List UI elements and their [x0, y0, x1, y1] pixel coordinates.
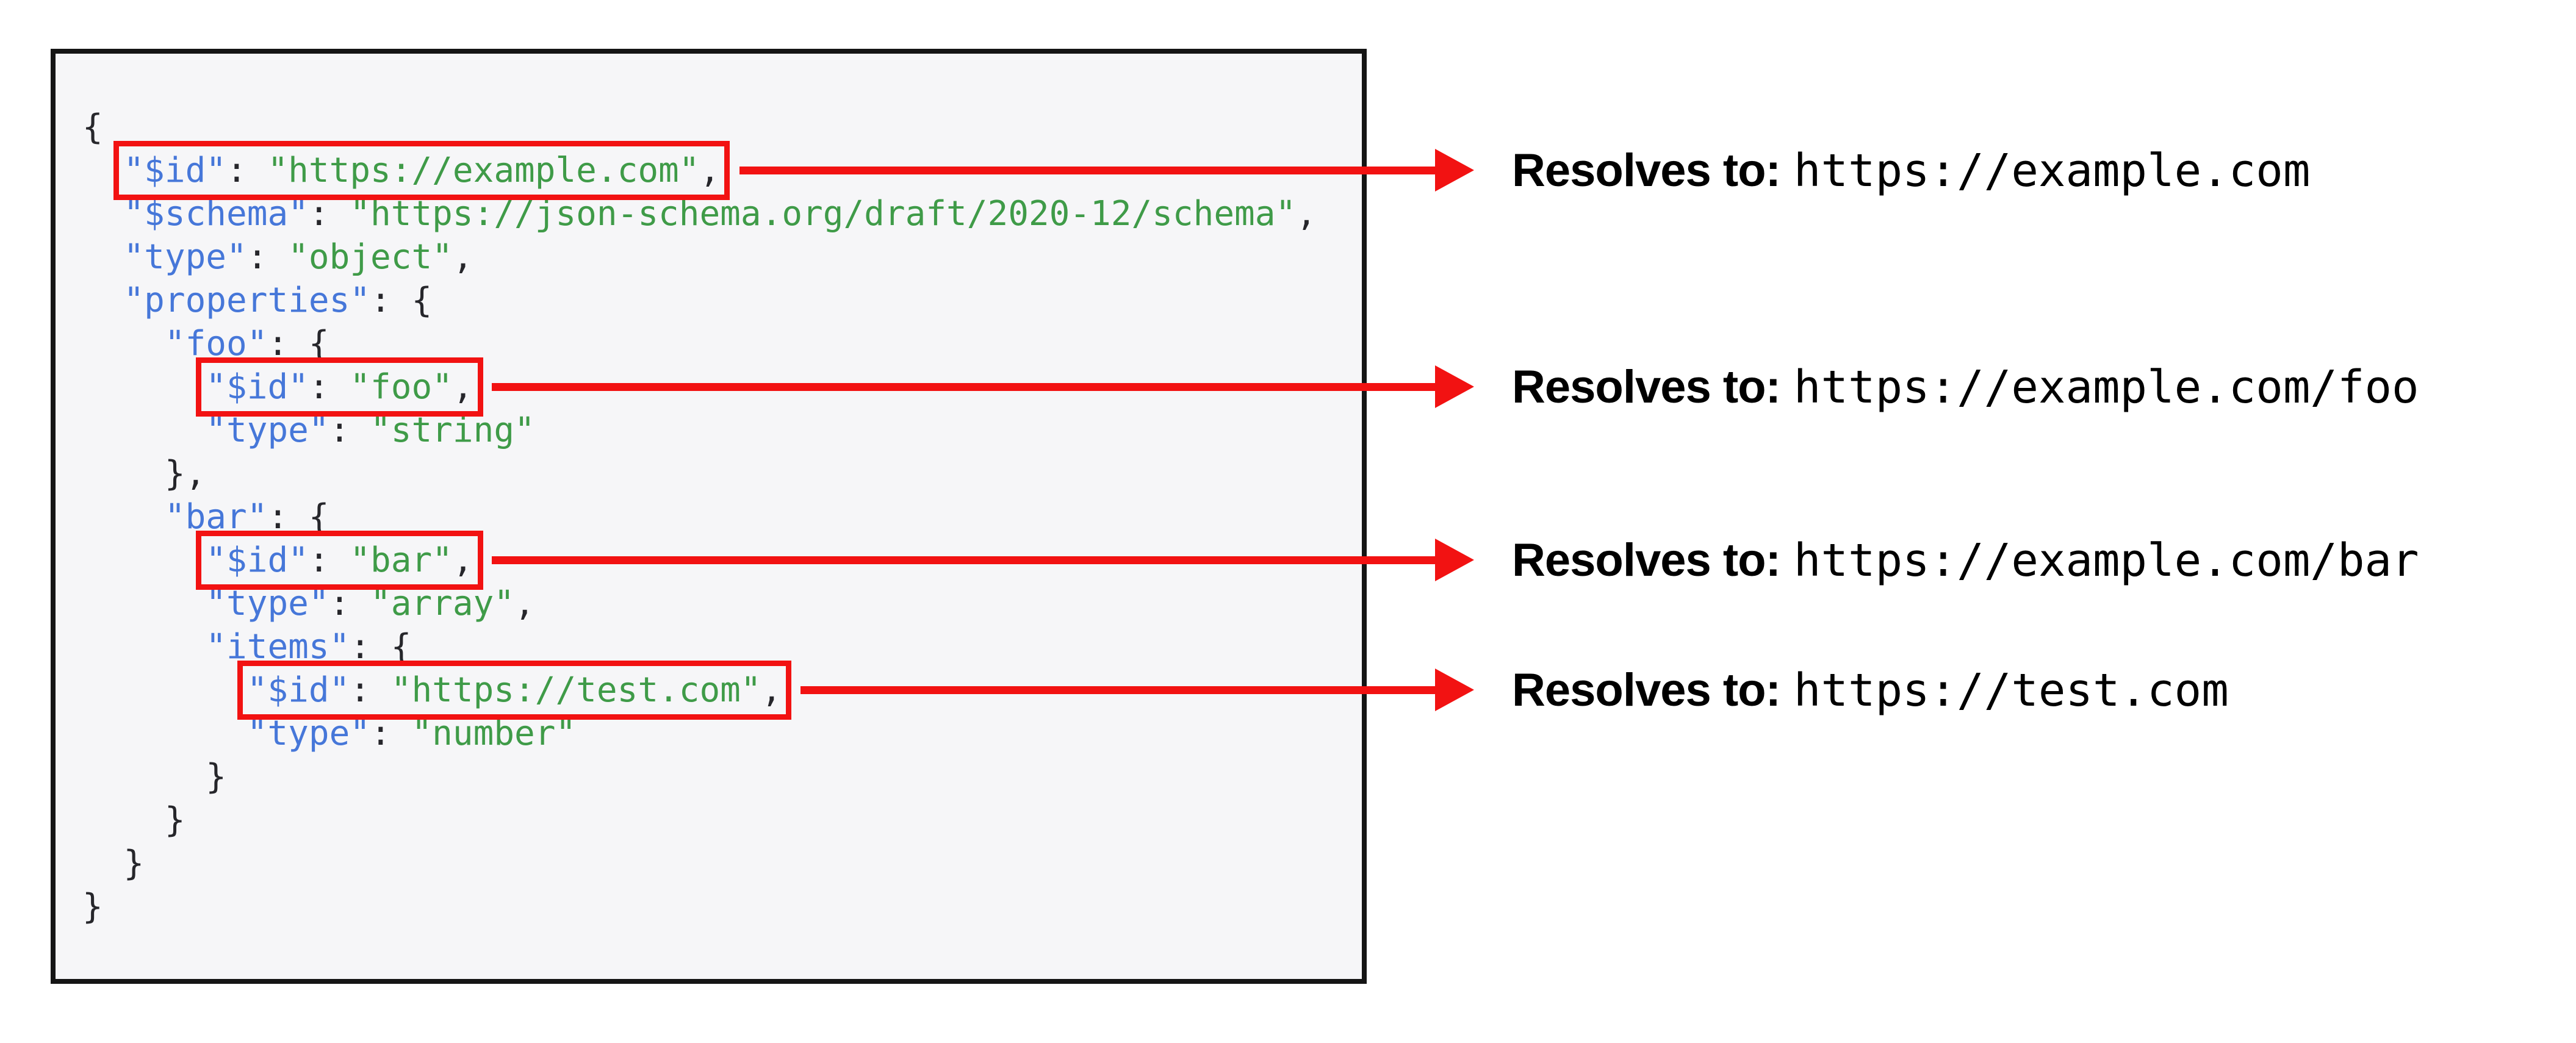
code-token: :: [350, 670, 391, 710]
code-line: }: [82, 842, 1317, 885]
arrow-bar-id: [492, 539, 1474, 581]
code-token: :: [308, 367, 350, 407]
code-line: "properties": {: [82, 279, 1317, 322]
resolved-uri: https://example.com: [1793, 145, 2311, 197]
code-token: "$id": [123, 151, 227, 190]
code-token: "$id": [206, 367, 309, 407]
arrowhead-icon: [1435, 668, 1474, 711]
code-token: ,: [761, 670, 782, 710]
code-line: "$id": "https://example.com",: [82, 141, 1317, 200]
code-token: "https://json-schema.org/draft/2020-12/s…: [350, 194, 1297, 234]
code-line: "type": "number": [82, 712, 1317, 755]
code-token: }: [123, 844, 145, 883]
code-token: : {: [267, 497, 329, 537]
code-line: "$schema": "https://json-schema.org/draf…: [82, 192, 1317, 235]
resolves-to-label: Resolves to:: [1512, 534, 1781, 586]
code-line: }: [82, 798, 1317, 842]
id-highlight-box: "$id": "https://example.com",: [113, 141, 730, 200]
code-token: : {: [267, 324, 329, 364]
code-token: }: [206, 757, 227, 797]
id-highlight-box: "$id": "https://test.com",: [237, 661, 792, 720]
resolved-uri: https://test.com: [1793, 664, 2229, 717]
code-line: }: [82, 755, 1317, 798]
resolved-uri: https://example.com/foo: [1793, 361, 2419, 414]
code-line: },: [82, 452, 1317, 495]
code-token: :: [329, 584, 371, 623]
annotation-row: Resolves to:https://example.com/bar: [1512, 530, 2419, 591]
code-token: },: [164, 454, 206, 493]
code-token: }: [164, 800, 185, 840]
code-token: "type": [206, 584, 329, 623]
id-highlight-box: "$id": "foo",: [196, 357, 483, 417]
code-token: "$id": [206, 540, 309, 580]
code-token: "foo": [164, 324, 268, 364]
code-token: "string": [370, 410, 535, 450]
code-line: {: [82, 106, 1317, 149]
code-line: "type": "string": [82, 409, 1317, 452]
code-token: :: [308, 194, 350, 234]
code-line: "foo": {: [82, 322, 1317, 365]
code-token: :: [370, 714, 412, 753]
code-token: "items": [206, 627, 350, 667]
id-highlight-box: "$id": "bar",: [196, 531, 483, 590]
code-token: ,: [452, 540, 473, 580]
code-line: "$id": "bar",: [82, 531, 1317, 590]
code-token: "bar": [164, 497, 268, 537]
arrowhead-icon: [1435, 365, 1474, 408]
code-token: }: [82, 887, 103, 927]
code-token: "object": [288, 237, 453, 277]
arrowhead-icon: [1435, 539, 1474, 581]
code-line: "$id": "https://test.com",: [82, 661, 1317, 720]
code-token: ,: [1296, 194, 1317, 234]
code-token: ,: [452, 367, 473, 407]
annotation-row: Resolves to:https://example.com: [1512, 140, 2310, 201]
annotation-row: Resolves to:https://example.com/foo: [1512, 357, 2419, 418]
code-token: "type": [246, 714, 371, 753]
code-block: { "$id": "https://example.com", "$schema…: [82, 106, 1317, 928]
resolves-to-label: Resolves to:: [1512, 664, 1781, 716]
code-token: "properties": [123, 281, 371, 320]
code-token: {: [82, 107, 103, 147]
code-token: ,: [514, 584, 535, 623]
code-token: : {: [350, 627, 412, 667]
code-token: :: [246, 237, 289, 277]
arrow-root-id: [739, 149, 1474, 192]
code-token: "foo": [350, 367, 453, 407]
code-token: "type": [123, 237, 247, 277]
code-line: "$id": "foo",: [82, 357, 1317, 417]
code-token: :: [329, 410, 371, 450]
code-token: "array": [370, 584, 515, 623]
code-token: ,: [452, 237, 473, 277]
code-token: "$id": [246, 670, 350, 710]
code-token: "https://example.com": [267, 151, 700, 190]
code-token: ,: [699, 151, 721, 190]
code-line: "bar": {: [82, 495, 1317, 539]
code-panel: { "$id": "https://example.com", "$schema…: [51, 49, 1367, 984]
code-token: : {: [370, 281, 433, 320]
resolved-uri: https://example.com/bar: [1793, 534, 2419, 587]
resolves-to-label: Resolves to:: [1512, 361, 1781, 413]
arrowhead-icon: [1435, 149, 1474, 192]
code-token: "number": [411, 714, 577, 753]
code-token: :: [308, 540, 350, 580]
code-line: "items": {: [82, 625, 1317, 668]
code-line: }: [82, 885, 1317, 928]
annotation-row: Resolves to:https://test.com: [1512, 660, 2229, 721]
code-token: "$schema": [123, 194, 309, 234]
code-token: "bar": [350, 540, 453, 580]
code-token: "type": [206, 410, 329, 450]
arrow-foo-id: [492, 365, 1474, 408]
resolves-to-label: Resolves to:: [1512, 145, 1781, 196]
code-token: "https://test.com": [390, 670, 761, 710]
code-line: "type": "array",: [82, 582, 1317, 625]
code-token: :: [226, 151, 268, 190]
arrow-items-id: [801, 668, 1474, 711]
code-line: "type": "object",: [82, 235, 1317, 279]
